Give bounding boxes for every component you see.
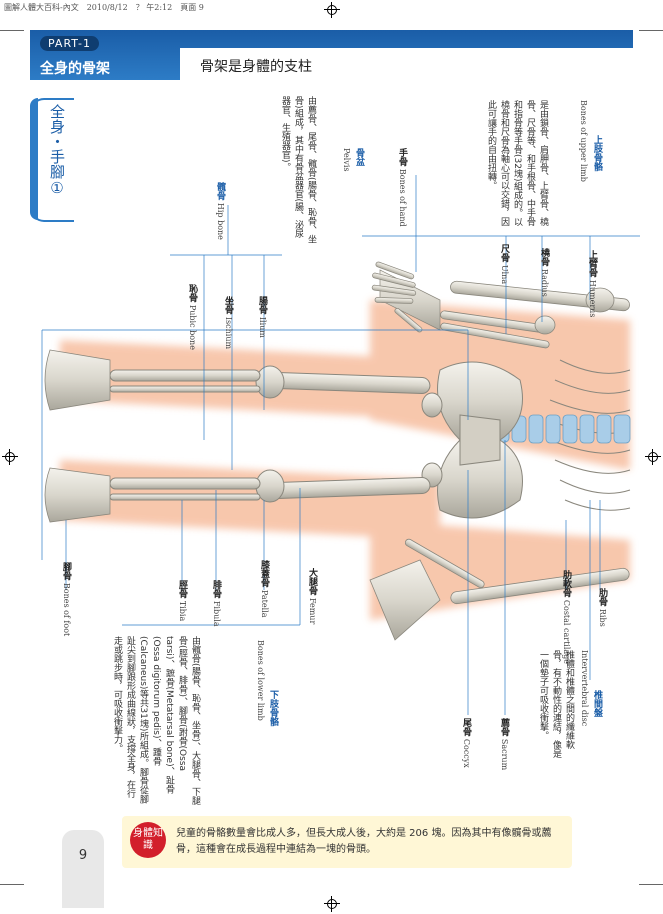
upper-limb-body: 是由鎖骨、肩胛骨、上臂骨、橈骨、尺骨等、和手根骨、中手骨和指骨等手骨(32塊)組… [486, 100, 548, 227]
lower-arm-bones [369, 538, 630, 641]
lower-limb-body: 由髖骨(腸骨、恥骨、坐骨)、大腿骨、下腿骨(脛骨、腓骨)、腳骨(跗骨(Ossa … [112, 636, 200, 806]
pelvis-title: 骨盆 [354, 148, 364, 166]
page-tab [62, 830, 104, 908]
label-ulna: 尺骨 Ulna [499, 244, 509, 285]
pelvis-body: 由薦骨、尾骨、髖骨(腸骨、恥骨、坐骨)組成，其中有骨盆器官(腸、泌尿器官、生殖器… [280, 96, 316, 244]
lower-limb-title: 下肢骨骼 [268, 690, 278, 726]
chapter-title: 骨架是身體的支柱 [200, 59, 312, 75]
label-hand: 手骨 Bones of hand [397, 148, 407, 227]
lower-limb-en: Bones of lower limb [256, 640, 265, 721]
part-label: PART-1 [40, 36, 99, 51]
label-tibia: 脛骨 Tibia [177, 580, 187, 622]
print-header: 圖解人體大百科-內文 2010/8/12 ？ 午2:12 頁面 9 [4, 3, 204, 12]
intervertebral-title: 椎間盤 [592, 690, 602, 717]
note-badge: 身體知識 [130, 822, 166, 858]
label-femur: 大腿骨 Femur [307, 568, 317, 625]
page-number: 9 [78, 848, 88, 863]
label-costal: 肋軟骨 Costal cartilage [561, 570, 571, 665]
label-radius: 橈骨 Radius [539, 248, 549, 297]
label-fibula: 腓骨 Fibula [211, 580, 221, 627]
upper-arm-bones [440, 280, 630, 349]
foot-bones [44, 349, 111, 523]
side-tab-label: 全身・手腳① [48, 104, 66, 197]
registration-mark-bottom [324, 896, 340, 912]
label-ischium: 坐骨 Ischium [223, 296, 233, 350]
label-pubic: 恥骨 Pubic bone [187, 284, 197, 350]
upper-limb-title: 上肢骨骼 [592, 135, 602, 171]
upper-limb-en: Bones of upper limb [579, 100, 588, 182]
crop-line [639, 30, 663, 31]
registration-mark-top [324, 2, 340, 18]
leader-lines [41, 175, 640, 715]
section-title: 全身的骨架 [40, 61, 110, 77]
note-box [122, 816, 572, 868]
crop-line [0, 884, 24, 885]
registration-mark-right [645, 449, 661, 465]
note-text: 兒童的骨骼數量會比成人多，但長大成人後，大約是 206 塊。因為其中有像髖骨或薦… [176, 828, 552, 855]
intervertebral-body: 椎體和椎體之間的纖維軟骨，有不動性的連結，像是一個墊子可吸收衝擊。 [538, 650, 574, 758]
intervertebral-en: Intervertebral disc [580, 650, 589, 727]
pelvis-bones [421, 361, 523, 519]
registration-mark-left [2, 449, 18, 465]
label-ilium: 腸骨 Ilium [257, 296, 267, 338]
header-banner: PART-1 全身的骨架 骨架是身體的支柱 [30, 30, 633, 80]
upper-hand-bones [371, 261, 441, 333]
leg-bones [109, 365, 431, 503]
label-hip: 髖骨 Hip bone [215, 182, 225, 240]
crop-line [0, 30, 24, 31]
label-humerus: 上臂骨 Humerus [587, 250, 597, 318]
label-foot: 腳骨 Bones of foot [61, 562, 71, 637]
label-sacrum: 薦骨 Sacrum [499, 718, 509, 771]
label-ribs: 肋骨 Ribs [597, 588, 607, 627]
label-patella: 膝蓋骨 Patella [259, 560, 269, 618]
crop-line [639, 884, 663, 885]
label-coccyx: 尾骨 Coccyx [461, 718, 471, 768]
pelvis-en: Pelvis [342, 148, 351, 172]
